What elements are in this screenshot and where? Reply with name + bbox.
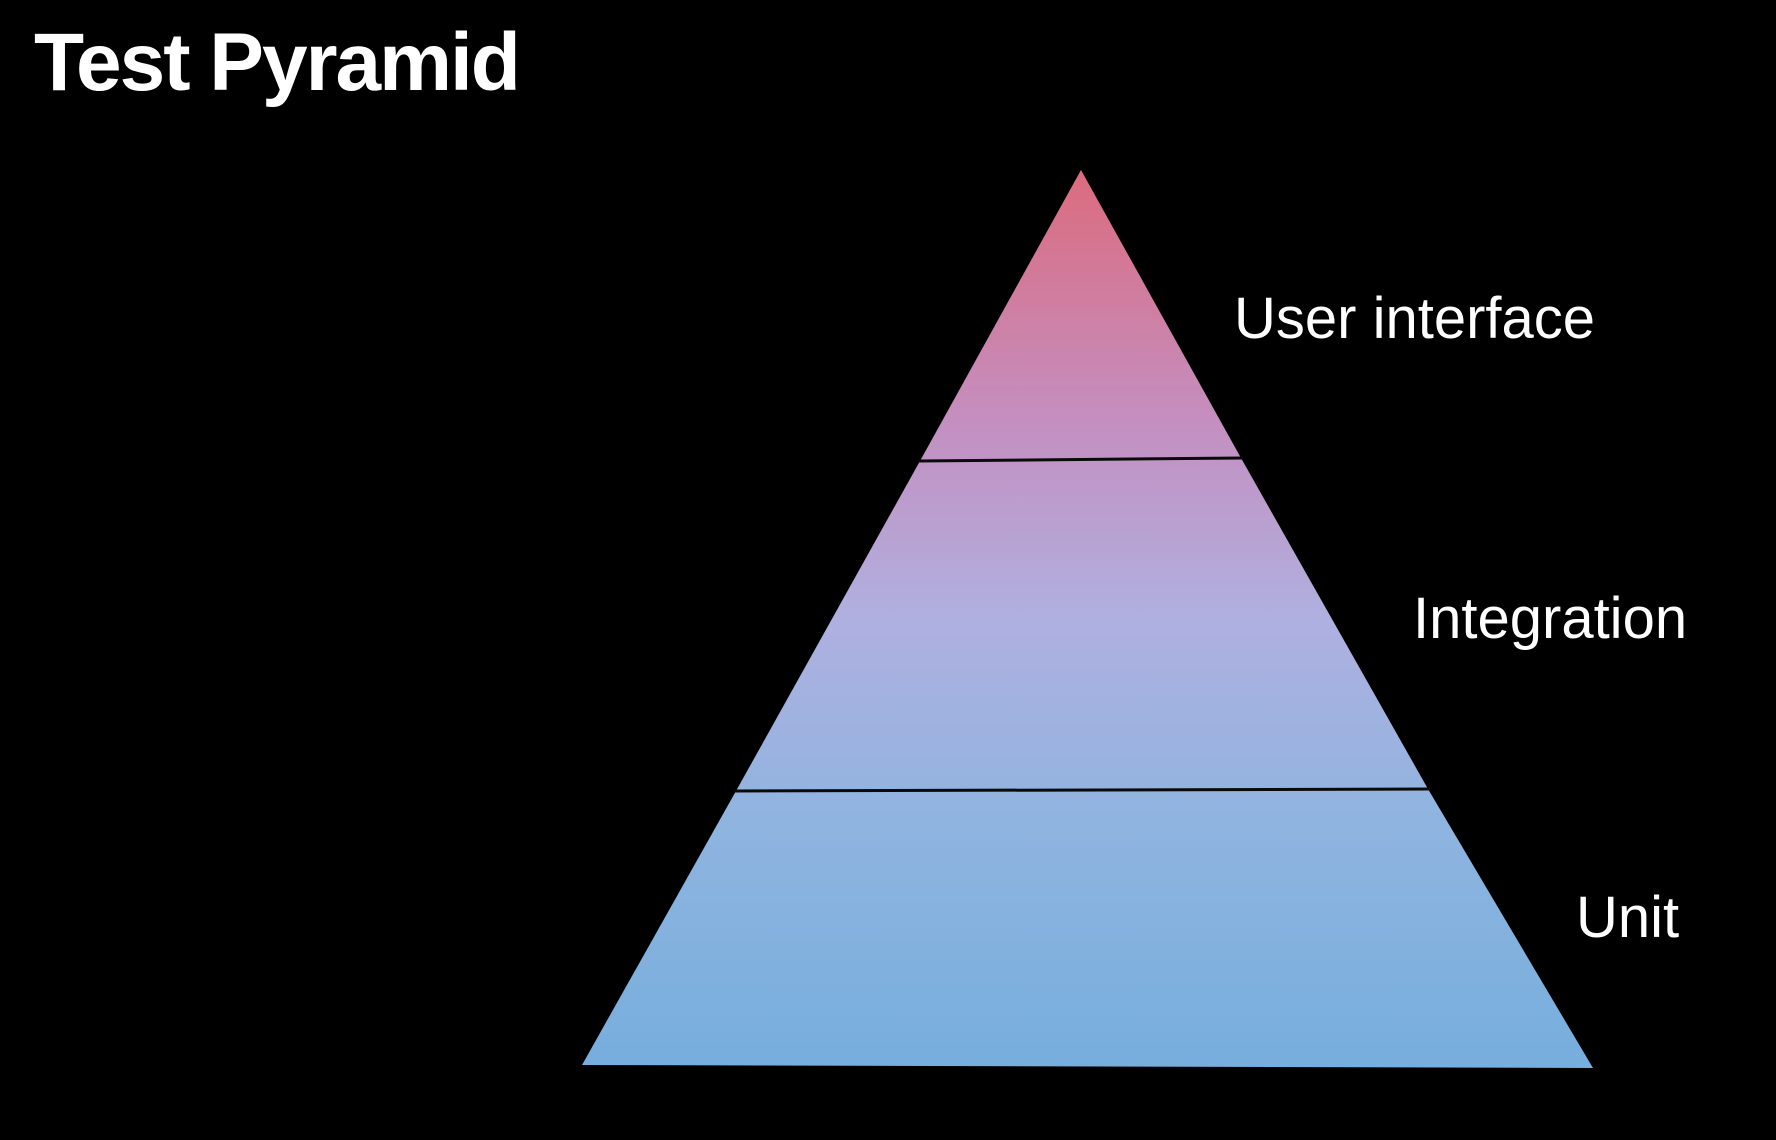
slide-title: Test Pyramid — [34, 17, 521, 108]
tier-label-user-interface: User interface — [1234, 286, 1596, 351]
pyramid-tier-unit — [582, 789, 1593, 1068]
tier-divider-upper — [917, 456, 1244, 463]
tier-label-unit: Unit — [1576, 885, 1680, 950]
pyramid-tier-user-interface — [920, 170, 1241, 461]
tier-label-integration: Integration — [1413, 586, 1688, 651]
tier-divider-lower — [733, 787, 1431, 793]
pyramid-tier-integration — [736, 458, 1428, 791]
